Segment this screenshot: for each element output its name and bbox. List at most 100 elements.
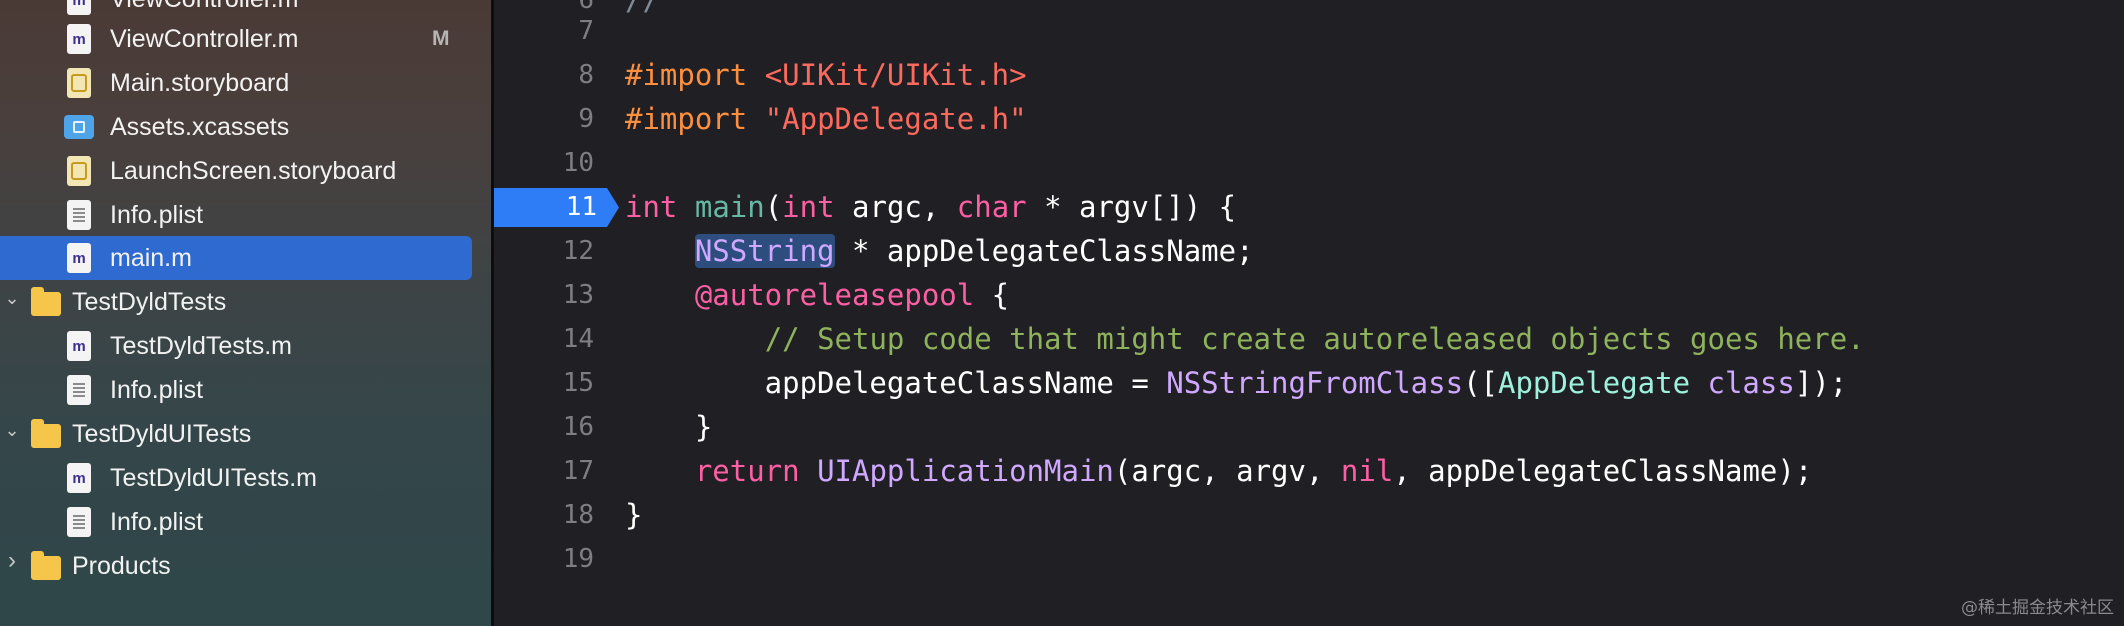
- line-number: 10: [562, 148, 594, 178]
- split-view-divider[interactable]: [491, 0, 494, 626]
- plain-token: , appDelegateClassName);: [1393, 454, 1813, 488]
- code-line-17: 17 return UIApplicationMain(argc, argv, …: [494, 449, 2124, 493]
- navigator-item-label: ViewController.m: [110, 0, 299, 14]
- navigator-item-label: main.m: [110, 244, 192, 272]
- whitespace-token: [800, 454, 817, 488]
- navigator-item-viewcontroller-m[interactable]: m ViewController.m M: [0, 17, 491, 61]
- navigator-item-label: Products: [72, 552, 171, 580]
- plist-file-icon: [67, 375, 91, 405]
- line-number: 8: [578, 60, 594, 90]
- navigator-item-info-plist[interactable]: Info.plist: [0, 500, 491, 544]
- code-text: //: [625, 0, 660, 17]
- keyword-token: int: [782, 190, 835, 224]
- function-name-token: main: [694, 190, 765, 224]
- method-token: class: [1707, 366, 1795, 400]
- plain-token: }: [625, 498, 643, 532]
- keyword-token: nil: [1340, 454, 1394, 488]
- keyword-token: return: [694, 454, 800, 488]
- chevron-right-icon[interactable]: ›: [8, 547, 16, 574]
- navigator-item-assets-xcassets[interactable]: Assets.xcassets: [0, 105, 491, 149]
- line-number: 18: [562, 500, 594, 530]
- navigator-item-label: Info.plist: [110, 201, 204, 229]
- navigator-item-info-plist[interactable]: Info.plist: [0, 368, 491, 412]
- code-text: int main(int argc, char * argv[]) {: [625, 190, 1236, 224]
- navigator-item-label: TestDyldTests: [72, 288, 227, 316]
- keyword-token: int: [625, 190, 678, 224]
- plain-token: {: [974, 278, 1010, 312]
- code-text: // Setup code that might create autorele…: [625, 322, 1865, 356]
- code-line-12: 12 NSString * appDelegateClassName;: [494, 229, 2124, 273]
- code-line-7: 7: [494, 9, 2124, 53]
- asset-catalog-icon: [64, 115, 94, 139]
- objc-file-icon: m: [67, 0, 91, 15]
- storyboard-file-icon: [67, 156, 91, 186]
- project-navigator: m ViewController.m m ViewController.m M …: [0, 0, 491, 626]
- code-line-18: 18 }: [494, 493, 2124, 537]
- line-number: 9: [578, 104, 594, 134]
- navigator-item-label: ViewController.m: [110, 25, 299, 53]
- code-line-13: 13 @autoreleasepool {: [494, 273, 2124, 317]
- line-number: 16: [562, 412, 594, 442]
- chevron-down-icon[interactable]: ⌄: [4, 419, 20, 440]
- navigator-item-launchscreen-storyboard[interactable]: LaunchScreen.storyboard: [0, 149, 491, 193]
- navigator-group-testdylduitests[interactable]: ⌄ TestDyldUITests: [0, 412, 491, 456]
- navigator-item-viewcontroller-m-partial[interactable]: m ViewController.m: [0, 0, 491, 22]
- storyboard-file-icon: [67, 68, 91, 98]
- navigator-item-main-m[interactable]: m main.m: [0, 236, 491, 280]
- folder-icon: [31, 419, 61, 448]
- code-line-19: 19: [494, 537, 2124, 581]
- navigator-item-label: Info.plist: [110, 376, 204, 404]
- string-token: "AppDelegate.h": [764, 102, 1027, 136]
- navigator-item-label: Info.plist: [110, 508, 204, 536]
- selected-type-token[interactable]: NSString: [694, 234, 835, 268]
- navigator-group-products[interactable]: › Products: [0, 544, 491, 588]
- whitespace-token: [1690, 366, 1707, 400]
- plain-token: (argc, argv,: [1113, 454, 1341, 488]
- code-line-15: 15 appDelegateClassName = NSStringFromCl…: [494, 361, 2124, 405]
- objc-file-icon: m: [67, 243, 91, 273]
- comment-token: // Setup code that might create autorele…: [764, 322, 1865, 356]
- class-name-token: AppDelegate: [1497, 366, 1691, 400]
- navigator-item-label: LaunchScreen.storyboard: [110, 157, 397, 185]
- code-text: #import <UIKit/UIKit.h>: [625, 58, 1027, 92]
- plain-token: }: [625, 410, 713, 444]
- navigator-item-testdyldtests-m[interactable]: m TestDyldTests.m: [0, 324, 491, 368]
- code-text: return UIApplicationMain(argc, argv, nil…: [625, 454, 1812, 488]
- line-number: 14: [562, 324, 594, 354]
- plain-token: appDelegateClassName =: [625, 366, 1167, 400]
- objc-file-icon: m: [67, 331, 91, 361]
- line-number: 19: [562, 544, 594, 574]
- preprocessor-token: #import: [625, 58, 765, 92]
- navigator-group-testdyldtests[interactable]: ⌄ TestDyldTests: [0, 280, 491, 324]
- line-number: 6: [578, 0, 594, 15]
- indent-token: [625, 234, 695, 268]
- navigator-item-label: TestDyldUITests.m: [110, 464, 317, 492]
- indent-token: [625, 454, 695, 488]
- line-number: 7: [578, 16, 594, 46]
- navigator-item-testdylduitests-m[interactable]: m TestDyldUITests.m: [0, 456, 491, 500]
- code-line-6: 6 //: [494, 0, 2124, 22]
- plain-token: * appDelegateClassName;: [834, 234, 1254, 268]
- code-line-16: 16 }: [494, 405, 2124, 449]
- navigator-item-main-storyboard[interactable]: Main.storyboard: [0, 61, 491, 105]
- plist-file-icon: [67, 507, 91, 537]
- navigator-item-info-plist[interactable]: Info.plist: [0, 193, 491, 237]
- code-text: }: [625, 410, 712, 444]
- plain-token: ([: [1463, 366, 1498, 400]
- code-line-14: 14 // Setup code that might create autor…: [494, 317, 2124, 361]
- indent-token: [625, 322, 765, 356]
- modified-badge: M: [432, 27, 450, 50]
- chevron-down-icon[interactable]: ⌄: [4, 287, 20, 308]
- navigator-item-label: TestDyldUITests: [72, 420, 252, 448]
- objc-file-icon: m: [67, 463, 91, 493]
- current-line-marker[interactable]: [494, 188, 619, 227]
- preprocessor-token: #import: [625, 102, 765, 136]
- code-text: }: [625, 498, 642, 532]
- code-line-11: 11 int main(int argc, char * argv[]) {: [494, 185, 2124, 229]
- plist-file-icon: [67, 200, 91, 230]
- string-token: <UIKit/UIKit.h>: [764, 58, 1027, 92]
- code-line-8: 8 #import <UIKit/UIKit.h>: [494, 53, 2124, 97]
- navigator-item-label: TestDyldTests.m: [110, 332, 292, 360]
- source-editor[interactable]: 6 // 7 8 #import <UIKit/UIKit.h> 9 #impo…: [494, 0, 2124, 626]
